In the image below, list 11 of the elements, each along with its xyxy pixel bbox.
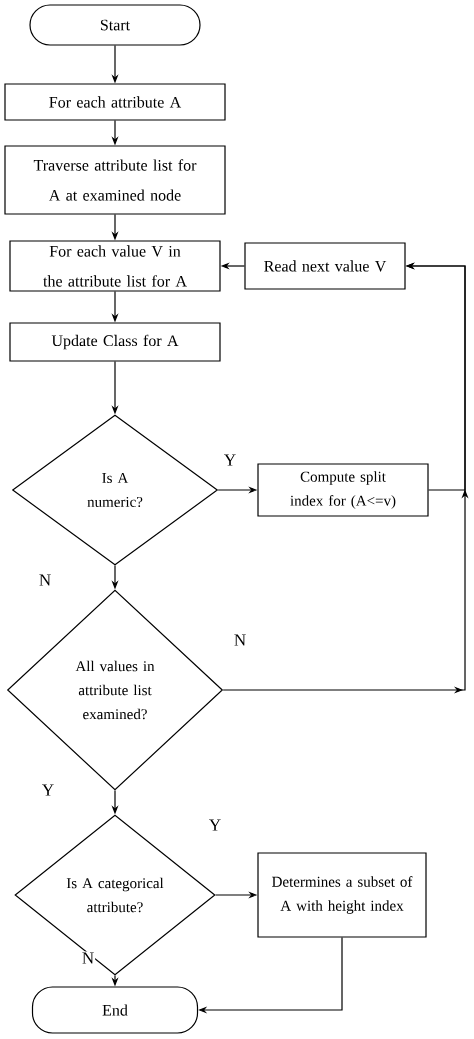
edge-label: N: [80, 951, 96, 965]
process-box: For each attribute A: [4, 83, 226, 121]
edge-label: Y: [222, 453, 238, 467]
process-box: Traverse attribute list for A at examined node: [4, 145, 226, 215]
process-box: Determines a subset of A with height index: [257, 852, 427, 938]
process-box: Compute split index for (A<=v): [257, 463, 429, 517]
process-box: Read next value V: [244, 242, 406, 290]
edge-label: N: [37, 573, 53, 587]
process-box: For each value V in the attribute list for A: [9, 240, 221, 292]
process-box: Update Class for A: [9, 322, 221, 362]
edge-label: N: [232, 633, 248, 647]
